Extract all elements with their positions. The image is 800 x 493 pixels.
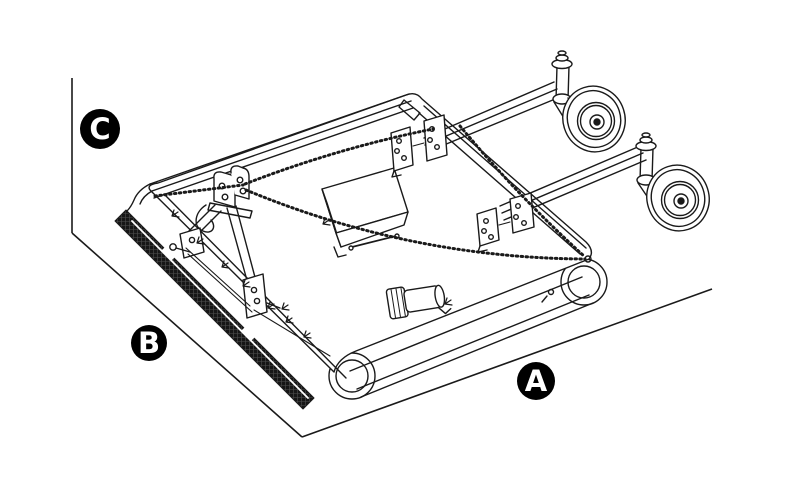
chain-shackle [584,255,592,263]
caster-wheel-right [635,132,710,232]
callout-b: B [131,325,167,361]
dimension-callouts: A B C [80,109,555,400]
three-point-hitch [169,165,331,357]
mower-deck-group [114,50,710,410]
check-chains [153,124,587,261]
dimension-lines [71,78,713,438]
length-dimension-line-a [301,288,713,438]
caster-wheel-left [551,50,626,153]
callout-c-label: C [89,112,110,146]
callout-b-label: B [138,326,160,360]
gearbox-shield [321,167,409,258]
callout-c-circle [80,109,120,149]
callout-b-circle [131,325,167,361]
driveline-cylinder [385,284,452,320]
callout-c: C [80,109,120,149]
deck-front-band [328,258,608,400]
callout-a: A [517,362,555,400]
width-dimension-line-b [71,232,303,438]
callout-a-label: A [525,364,548,398]
rear-rail [126,93,421,212]
safety-chain-guard [114,209,315,410]
callout-a-circle [517,362,555,400]
